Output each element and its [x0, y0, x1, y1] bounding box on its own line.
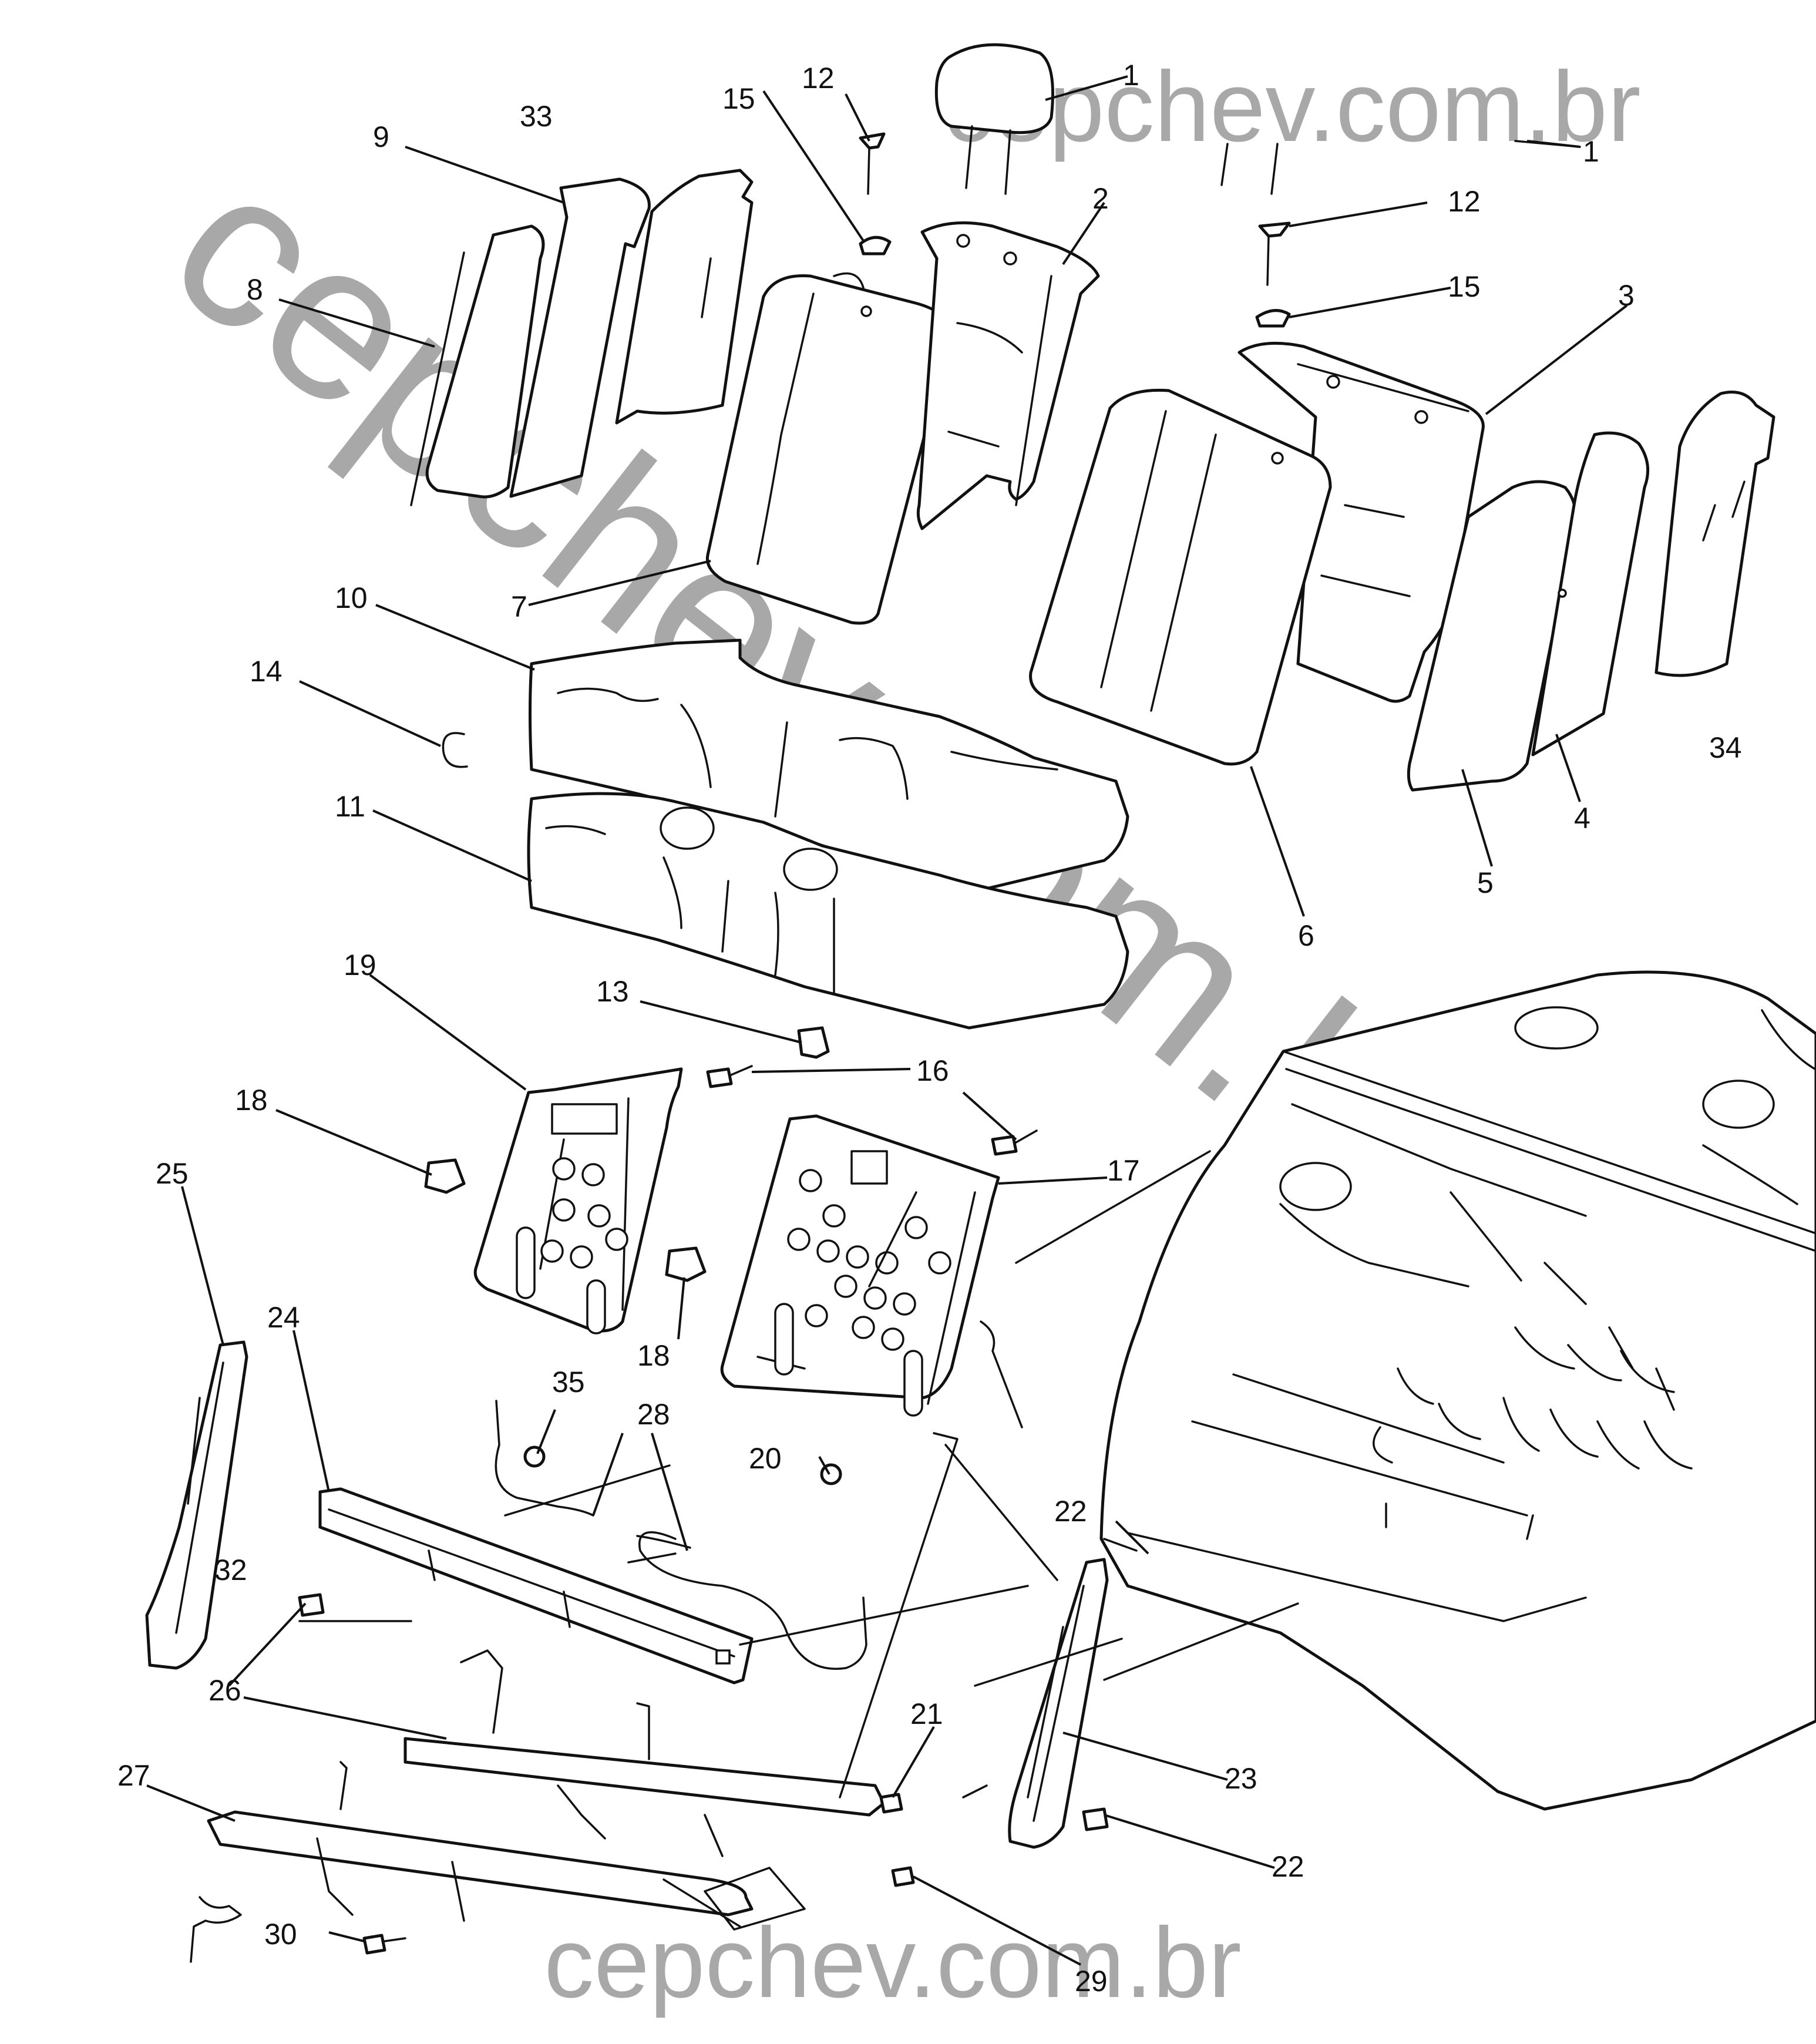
callout-18b: 18 [637, 1339, 670, 1372]
callout-28: 28 [637, 1398, 670, 1431]
bolt-30 [362, 1934, 406, 1955]
callout-13: 13 [596, 975, 629, 1008]
callout-24: 24 [267, 1301, 300, 1334]
right-panel-holes [774, 1169, 951, 1417]
grommet-right [665, 1246, 707, 1282]
callout-10: 10 [335, 581, 368, 614]
callout-11: 11 [335, 790, 365, 823]
callout-9: 9 [373, 120, 389, 153]
callout-22b: 22 [1272, 1850, 1304, 1883]
callout-35: 35 [552, 1366, 585, 1398]
callout-18a: 18 [235, 1084, 268, 1117]
callout-4: 4 [1574, 802, 1590, 835]
callout-34: 34 [1709, 731, 1742, 764]
right-bolster-trim [1407, 480, 1578, 792]
left-bolster-trim [410, 224, 545, 506]
vehicle-floor-pan [1099, 970, 1816, 1811]
upper-floor-rail [403, 1649, 886, 1857]
retaining-clip [442, 732, 468, 768]
seat-cushion-pad [527, 792, 1129, 1030]
callout-14: 14 [250, 655, 283, 688]
grommet-left [424, 1158, 466, 1194]
callout-numbers: 1 1 2 3 4 5 6 7 8 9 10 11 12 12 13 14 15… [117, 59, 1742, 1998]
release-cable-long [638, 1531, 867, 1670]
callout-6: 6 [1298, 919, 1314, 952]
callout-12b: 12 [1448, 185, 1481, 218]
right-side-bracket [1008, 1558, 1109, 1849]
headrest [934, 43, 1054, 195]
left-seatback-cushion [705, 272, 953, 625]
callout-15b: 15 [1448, 270, 1481, 303]
callout-12a: 12 [802, 62, 835, 95]
callout-1a: 1 [1123, 59, 1139, 92]
left-panel-holes [516, 1157, 628, 1334]
right-seatback-panel [720, 1114, 1000, 1417]
callout-22a: 22 [1054, 1495, 1087, 1528]
callout-19: 19 [344, 949, 376, 981]
lower-floor-rail [207, 1761, 754, 1928]
callout-16: 16 [916, 1054, 949, 1087]
callout-7: 7 [511, 590, 527, 623]
bolt-small-35 [523, 1445, 546, 1468]
bolt-22-lower [1082, 1807, 1109, 1831]
left-bolster-panel [615, 169, 754, 425]
watermark-top: cepchev.com.br [943, 51, 1640, 163]
right-bolster-frame [1531, 431, 1650, 757]
callout-29: 29 [1075, 1965, 1108, 1998]
callout-15a: 15 [722, 82, 755, 115]
callout-2: 2 [1092, 182, 1109, 215]
callout-30: 30 [264, 1918, 297, 1951]
right-seatback-cushion [1029, 388, 1332, 766]
floor-ribs [1397, 1326, 1693, 1470]
right-bolster-panel [1654, 391, 1775, 677]
bolt-upper-right [991, 1129, 1038, 1156]
callout-26: 26 [208, 1674, 241, 1707]
hook-bracket [190, 1896, 242, 1963]
assembly-lines [298, 1150, 1299, 1931]
callout-25: 25 [156, 1157, 189, 1190]
bolt-upper-left [706, 1065, 753, 1088]
left-side-bracket [145, 1340, 248, 1670]
rear-support-bar [318, 1487, 754, 1685]
callout-21: 21 [910, 1697, 943, 1730]
callout-32: 32 [214, 1554, 247, 1586]
callout-27: 27 [117, 1759, 150, 1792]
watermark-bottom: cepchev.com.br [544, 1907, 1241, 2019]
bolt-29 [891, 1866, 915, 1887]
headrest-guide-left [859, 132, 892, 256]
headrest-guide-right [1255, 221, 1291, 328]
callout-33: 33 [520, 100, 553, 133]
seat-cushion-trim [529, 638, 1129, 895]
callout-8: 8 [247, 273, 263, 306]
callout-20: 20 [749, 1442, 782, 1475]
bolt-21 [879, 1793, 903, 1814]
callout-3: 3 [1618, 279, 1635, 312]
left-seatback-panel [473, 1067, 683, 1334]
callout-17: 17 [1107, 1154, 1140, 1187]
left-bolster-frame [509, 177, 651, 498]
leader-lines [146, 75, 1628, 1966]
callout-5: 5 [1477, 866, 1494, 899]
callout-23: 23 [1225, 1762, 1257, 1795]
callout-1b: 1 [1583, 135, 1599, 168]
left-seatback-frame [916, 221, 1100, 530]
anchor-clip [797, 1026, 830, 1059]
